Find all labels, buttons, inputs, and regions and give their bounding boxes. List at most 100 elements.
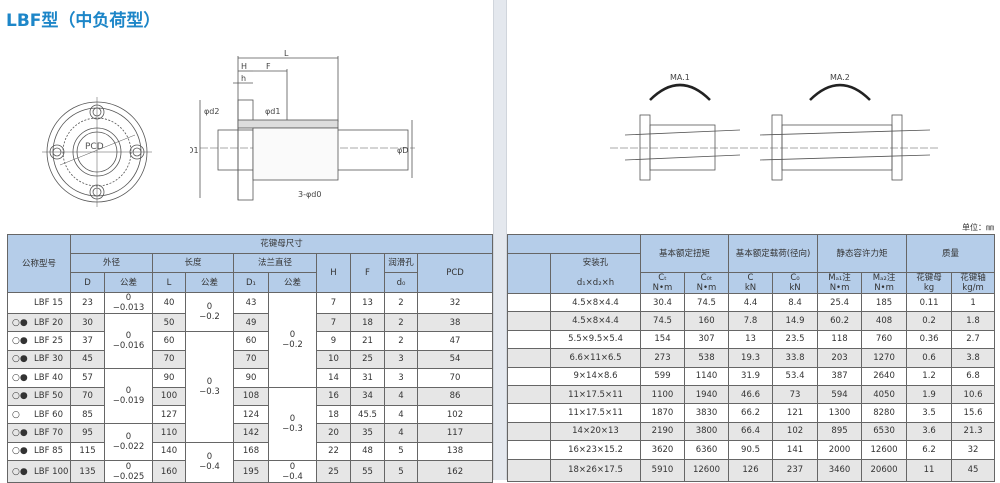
header-mass: 质量 <box>906 234 995 273</box>
C-cell: 4.4 <box>728 292 774 313</box>
header-mount-sub: d₁×d₂×h <box>550 272 641 294</box>
MA2-cell: 185 <box>861 292 908 313</box>
header-pcd-cont <box>507 253 551 294</box>
d0-cell: 4 <box>384 386 418 406</box>
d0-cell: 2 <box>384 292 418 314</box>
model-cell: ○●LBF 30 <box>7 349 71 370</box>
nut-cell: 0.6 <box>906 348 953 368</box>
D-cell: 30 <box>70 312 105 333</box>
C-cell: 7.8 <box>728 311 774 331</box>
MA2-cell: 8280 <box>861 403 908 423</box>
header-H: H <box>316 253 351 293</box>
D1-cell: 108 <box>233 386 269 406</box>
svg-text:φD: φD <box>397 146 408 155</box>
F-cell: 25 <box>350 349 385 370</box>
F-cell: 45.5 <box>350 404 385 425</box>
F-cell: 21 <box>350 331 385 351</box>
header-nut-dims: 花键母尺寸 <box>70 234 493 254</box>
D1-cell: 60 <box>233 331 269 351</box>
Ct-cell: 2190 <box>640 421 685 442</box>
header-tol: 公差 <box>268 272 317 293</box>
pcd-cont-cell <box>507 366 551 386</box>
Ct-cell: 599 <box>640 366 685 386</box>
Ct-cell: 1870 <box>640 403 685 423</box>
svg-text:F: F <box>266 62 271 71</box>
Ct-cell: 5910 <box>640 458 685 482</box>
C0t-cell: 160 <box>683 311 730 331</box>
L-cell: 50 <box>152 312 186 333</box>
MA2-cell: 20600 <box>861 458 908 482</box>
C-cell: 46.6 <box>728 384 774 405</box>
d0-cell: 4 <box>384 404 418 425</box>
pcd-cont-cell <box>507 421 551 442</box>
availability-mark: ○● <box>12 336 28 347</box>
C0t-cell: 74.5 <box>683 292 730 313</box>
d0-cell: 3 <box>384 349 418 370</box>
H-cell: 25 <box>316 460 351 483</box>
model-cell: ○●LBF 50 <box>7 386 71 406</box>
nut-cell: 1.2 <box>906 366 953 386</box>
mount-cell: 6.6×11×6.5 <box>550 348 641 368</box>
C0-cell: 8.4 <box>772 292 819 313</box>
pcd-cont-cell <box>507 458 551 482</box>
L-cell: 110 <box>152 423 186 443</box>
D1-cell: 124 <box>233 404 269 425</box>
MA1-cell: 118 <box>817 329 863 350</box>
tolerance-D1: 0 −0.2 <box>268 292 317 388</box>
page-gutter <box>493 0 507 480</box>
nut-cell: 11 <box>906 458 953 482</box>
mount-cell: 4.5×8×4.4 <box>550 311 641 331</box>
shaft-cell: 1 <box>951 292 995 313</box>
F-cell: 55 <box>350 460 385 483</box>
mount-cell: 9×14×8.6 <box>550 366 641 386</box>
front-view-drawing: PCD <box>42 97 152 207</box>
C-cell: 13 <box>728 329 774 350</box>
pcd-cont-cell <box>507 292 551 313</box>
MA1-cell: 1300 <box>817 403 863 423</box>
shaft-cell: 45 <box>951 458 995 482</box>
H-cell: 16 <box>316 386 351 406</box>
PCD-cell: 47 <box>417 331 493 351</box>
L-cell: 160 <box>152 460 186 483</box>
nut-cell: 3.5 <box>906 403 953 423</box>
availability-mark: ○● <box>12 372 28 383</box>
MA1-cell: 60.2 <box>817 311 863 331</box>
C0t-cell: 307 <box>683 329 730 350</box>
header-length: 长度 <box>152 253 234 273</box>
H-cell: 22 <box>316 441 351 462</box>
nut-cell: 0.2 <box>906 311 953 331</box>
tolerance-D: 0 −0.022 <box>104 423 153 462</box>
H-cell: 7 <box>316 292 351 314</box>
D1-cell: 43 <box>233 292 269 314</box>
svg-text:PCD: PCD <box>85 142 104 152</box>
C-cell: 90.5 <box>728 440 774 460</box>
header-d0: d₀ <box>384 272 418 293</box>
Ct-cell: 30.4 <box>640 292 685 313</box>
MA2-cell: 6530 <box>861 421 908 442</box>
H-cell: 9 <box>316 331 351 351</box>
MA2-cell: 12600 <box>861 440 908 460</box>
model-name: LBF 15 <box>34 298 63 308</box>
shaft-cell: 2.7 <box>951 329 995 350</box>
header-pcd: PCD <box>417 253 493 293</box>
PCD-cell: 38 <box>417 312 493 333</box>
header-torque: 基本额定扭矩 <box>639 234 730 273</box>
page-title: LBF型（中负荷型） <box>6 11 161 31</box>
svg-text:φD1: φD1 <box>190 146 199 155</box>
model-cell: ○● LBF 40 <box>7 368 71 388</box>
svg-text:φd1: φd1 <box>265 107 280 116</box>
model-name: LBF 40 <box>34 372 63 383</box>
Ct-cell: 74.5 <box>640 311 685 331</box>
model-name: LBF 100 <box>34 466 69 477</box>
PCD-cell: 117 <box>417 423 493 443</box>
shaft-cell: 1.8 <box>951 311 995 331</box>
C0-cell: 53.4 <box>772 366 819 386</box>
PCD-cell: 54 <box>417 349 493 370</box>
header-outer: 外径 <box>70 253 153 273</box>
tolerance-L: 0 −0.3 <box>185 331 234 443</box>
